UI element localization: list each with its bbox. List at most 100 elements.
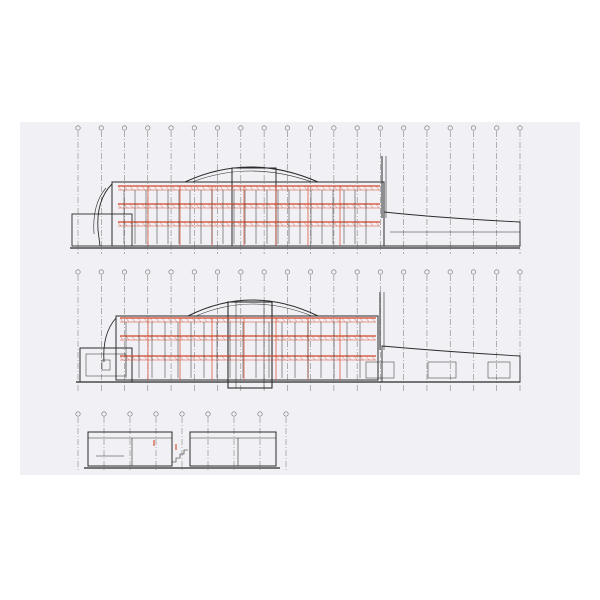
floor-band-lattice <box>231 221 236 227</box>
grid-axis-bubble <box>470 125 476 131</box>
floor-band-lattice <box>215 335 220 341</box>
floor-band-lattice <box>215 355 220 361</box>
floor-band-lattice <box>305 317 310 323</box>
grid-axis-bubble <box>494 125 500 131</box>
floor-band-lattice <box>131 317 136 323</box>
floor-band-lattice <box>161 355 166 361</box>
floor-band-lattice <box>155 317 160 323</box>
floor-band-lattice <box>197 335 202 341</box>
floor-band-lattice <box>305 355 310 361</box>
floor-band-lattice <box>339 203 344 209</box>
grid-axis-bubble <box>331 125 337 131</box>
low-wing-left-upper <box>71 213 133 247</box>
floor-band-lattice <box>333 185 338 191</box>
floor-band-lattice <box>291 203 296 209</box>
floor-band-lattice <box>243 203 248 209</box>
floor-band-lattice <box>363 221 368 227</box>
floor-band-lattice <box>125 355 130 361</box>
floor-band-lattice <box>363 203 368 209</box>
floor-band-lattice <box>207 185 212 191</box>
curved-roof-upper <box>184 166 319 183</box>
floor-band-lattice <box>155 335 160 341</box>
grid-axes-lower <box>75 411 289 470</box>
floor-band-lattice <box>261 185 266 191</box>
floor-band-lattice <box>167 355 172 361</box>
floor-band-lattice <box>153 185 158 191</box>
grid-axis-bubble <box>231 411 237 417</box>
floor-band-lattice <box>131 355 136 361</box>
floor-band-lattice <box>129 203 134 209</box>
building-elevation-upper <box>70 125 523 254</box>
floor-band-lattice <box>333 203 338 209</box>
grid-axis-bubble <box>284 269 290 275</box>
floor-band-lattice <box>153 221 158 227</box>
floor-band-lattice <box>135 203 140 209</box>
drawing-paper <box>20 122 580 475</box>
floor-band-lattice <box>335 355 340 361</box>
floor-band-lattice <box>173 355 178 361</box>
floor-band-lattice <box>227 355 232 361</box>
floor-band-lattice <box>129 221 134 227</box>
floor-band-lattice <box>137 355 142 361</box>
grid-axis-bubble <box>145 269 151 275</box>
floor-band-lattice <box>315 221 320 227</box>
floor-band-lattice <box>231 185 236 191</box>
floor-band-lattice <box>309 185 314 191</box>
grid-axis-bubble <box>168 125 174 131</box>
floor-band-lattice <box>203 355 208 361</box>
grid-axis-bubble <box>75 269 81 275</box>
floor-band-lattice <box>221 335 226 341</box>
floor-band-lattice <box>305 335 310 341</box>
floor-band-lattice <box>197 355 202 361</box>
floor-band-lattice <box>303 221 308 227</box>
curved-roof-inner-middle <box>195 303 313 317</box>
floor-band-lattice <box>323 355 328 361</box>
grid-axis-bubble <box>447 125 453 131</box>
floor-band-lattice <box>173 335 178 341</box>
grid-axis-bubble <box>205 411 211 417</box>
floor-band-lattice <box>189 185 194 191</box>
floor-band-lattice <box>221 317 226 323</box>
floor-band-lattice <box>119 317 124 323</box>
floor-band-lattice <box>249 221 254 227</box>
floor-band-lattice <box>285 203 290 209</box>
floor-band-lattice <box>189 221 194 227</box>
floor-band-lattice <box>341 355 346 361</box>
floor-band-lattice <box>275 317 280 323</box>
floor-band-lattice <box>315 185 320 191</box>
grid-axis-bubble <box>257 411 263 417</box>
floor-band-lattice <box>147 203 152 209</box>
floor-band-lattice <box>119 355 124 361</box>
floor-band-lattice <box>275 355 280 361</box>
floor-band-lattice <box>135 221 140 227</box>
building-section-lower <box>75 411 289 470</box>
floor-band-lattice <box>273 203 278 209</box>
floor-band-lattice <box>293 335 298 341</box>
floor-band-lattice <box>329 317 334 323</box>
floor-band-lattice <box>369 203 374 209</box>
floor-band-lattice <box>171 185 176 191</box>
floor-band-lattice <box>219 221 224 227</box>
floor-band-lattice <box>189 203 194 209</box>
low-block-left-middle <box>79 347 133 383</box>
floor-band-lattice <box>309 203 314 209</box>
floor-band-lattice <box>347 317 352 323</box>
grid-axes-upper <box>75 125 523 254</box>
floor-band-lattice <box>237 203 242 209</box>
floor-band-lattice <box>227 317 232 323</box>
floor-band-lattice <box>345 221 350 227</box>
floor-band-lattice <box>153 203 158 209</box>
floor-band-lattice <box>317 335 322 341</box>
floor-band-lattice <box>335 317 340 323</box>
floor-band-lattice <box>165 221 170 227</box>
floor-band-lattice <box>275 335 280 341</box>
floor-band-lattice <box>371 355 376 361</box>
floor-band-lattice <box>249 203 254 209</box>
floor-band-lattice <box>347 355 352 361</box>
floor-band-lattice <box>261 221 266 227</box>
floor-band-lattice <box>249 185 254 191</box>
grid-axis-bubble <box>424 125 430 131</box>
floor-band-lattice <box>369 221 374 227</box>
building-elevation-middle <box>75 269 523 392</box>
